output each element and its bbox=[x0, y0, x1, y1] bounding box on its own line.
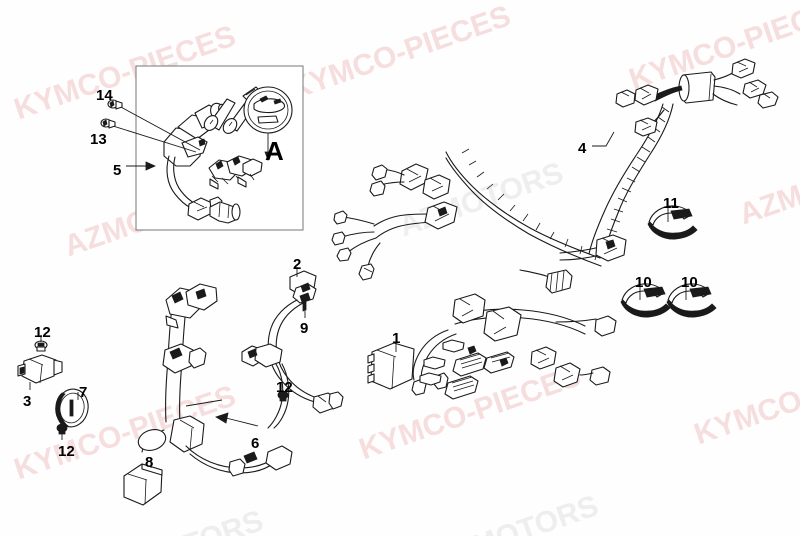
cable-tie-11-drawing bbox=[647, 205, 698, 240]
screw-12-right-drawing bbox=[277, 390, 289, 402]
callout-front-brake-switch: 3 bbox=[23, 393, 32, 410]
screw-12-upper-drawing bbox=[34, 335, 48, 352]
cable-tie-10b-drawing bbox=[666, 283, 717, 318]
callout-bolt-lower: 13 bbox=[90, 131, 107, 148]
callout-cdi-unit: 1 bbox=[392, 330, 401, 347]
screw-12-horn-drawing bbox=[56, 423, 68, 440]
brake-switch-2-drawing bbox=[267, 267, 344, 414]
callout-wire-harness: 4 bbox=[578, 140, 587, 157]
front-brake-switch-3-drawing bbox=[17, 354, 63, 390]
callout-handlebar-switch: 6 bbox=[251, 435, 260, 452]
wire-harness-drawing bbox=[331, 58, 779, 400]
callout-bolt-upper: 14 bbox=[96, 87, 113, 104]
bolt-14-drawing bbox=[107, 99, 123, 110]
callout-screw-upper-left: 12 bbox=[34, 324, 51, 341]
callout-lock-set-group: A bbox=[265, 136, 284, 166]
callout-screw-right: 12 bbox=[276, 379, 293, 396]
callout-cable-tie-a: 10 bbox=[635, 274, 652, 291]
callout-ignition-lock-set: 5 bbox=[113, 162, 122, 179]
screw-9-drawing bbox=[300, 293, 310, 318]
callout-screw-small: 9 bbox=[300, 320, 309, 337]
fuel-cap-lock-drawing bbox=[209, 201, 241, 224]
bolt-13-drawing bbox=[100, 118, 116, 129]
starter-relay-8-drawing bbox=[123, 458, 163, 506]
cable-tie-10a-drawing bbox=[620, 283, 671, 318]
callout-cable-tie-b: 10 bbox=[681, 274, 698, 291]
horn-7-drawing bbox=[55, 388, 89, 429]
cdi-unit-drawing bbox=[367, 341, 415, 390]
inset-box-a bbox=[100, 65, 304, 231]
callout-brake-switch: 2 bbox=[293, 256, 302, 273]
handlebar-switch-6-drawing bbox=[137, 283, 293, 477]
callout-relay-starter: 8 bbox=[145, 454, 154, 471]
callout-cable-tie-long: 11 bbox=[663, 195, 679, 212]
callout-horn: 7 bbox=[79, 384, 88, 401]
callout-screw-horn: 12 bbox=[58, 443, 75, 460]
lock-cover-cap-drawing bbox=[243, 86, 293, 162]
harness-pads bbox=[419, 339, 515, 400]
seat-lock-drawing bbox=[208, 155, 263, 190]
